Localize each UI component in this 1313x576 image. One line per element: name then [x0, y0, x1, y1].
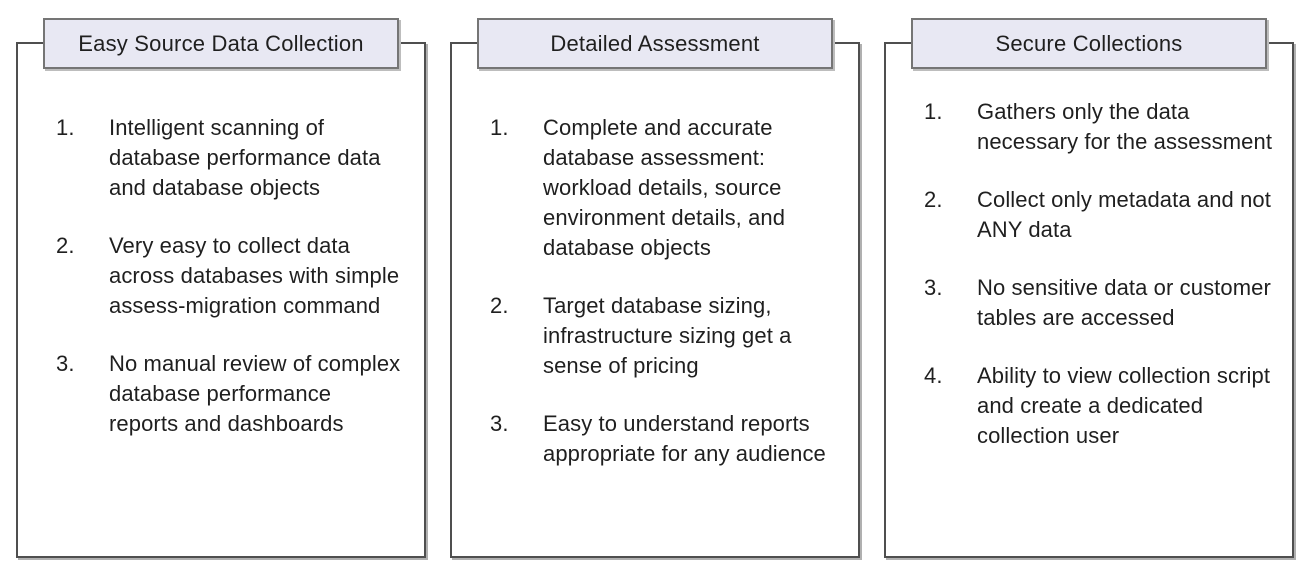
panel-header-box: Easy Source Data Collection — [43, 18, 399, 69]
list-item: 1. Complete and accurate database assess… — [490, 113, 840, 263]
list-item-text: No sensitive data or customer tables are… — [977, 275, 1271, 330]
panel-detailed-assessment: Detailed Assessment 1. Complete and accu… — [450, 0, 860, 576]
panel-secure-collections: Secure Collections 1. Gathers only the d… — [884, 0, 1294, 576]
list-item-text: Easy to understand reports appropriate f… — [543, 411, 826, 466]
panel-header-box: Secure Collections — [911, 18, 1267, 69]
list-item-number: 1. — [56, 115, 75, 140]
list-item-text: Gathers only the data necessary for the … — [977, 99, 1273, 154]
panel-title: Detailed Assessment — [550, 30, 760, 56]
list-item-number: 2. — [490, 293, 509, 318]
list-item-number: 3. — [56, 351, 75, 376]
list-item-number: 2. — [56, 233, 75, 258]
list-item-text: Intelligent scanning of database perform… — [109, 115, 381, 200]
panel-body-box — [884, 42, 1294, 558]
list-item: 1. Intelligent scanning of database perf… — [56, 113, 406, 203]
list-item: 3. Easy to understand reports appropriat… — [490, 409, 840, 469]
list-item-number: 4. — [924, 363, 943, 388]
panel-header-box: Detailed Assessment — [477, 18, 833, 69]
list-item: 2. Target database sizing, infrastructur… — [490, 291, 840, 381]
list-item: 3. No sensitive data or customer tables … — [924, 273, 1274, 333]
list-item: 3. No manual review of complex database … — [56, 349, 406, 439]
list-item-text: Ability to view collection script and cr… — [977, 363, 1271, 448]
list-item: 4. Ability to view collection script and… — [924, 361, 1274, 451]
panel-title: Easy Source Data Collection — [78, 30, 364, 56]
list-item-number: 1. — [490, 115, 509, 140]
list-item: 2. Collect only metadata and not ANY dat… — [924, 185, 1274, 245]
list-item-text: No manual review of complex database per… — [109, 351, 401, 436]
numbered-list: 1. Complete and accurate database assess… — [452, 43, 858, 497]
panel-title: Secure Collections — [995, 30, 1183, 56]
numbered-list: 1. Gathers only the data necessary for t… — [886, 43, 1292, 479]
panel-body-box — [16, 42, 426, 558]
list-item: 1. Gathers only the data necessary for t… — [924, 97, 1274, 157]
panel-easy-source-data-collection: Easy Source Data Collection 1. Intellige… — [16, 0, 426, 576]
list-item-number: 3. — [924, 275, 943, 300]
panel-body-box — [450, 42, 860, 558]
list-item-number: 3. — [490, 411, 509, 436]
list-item-text: Target database sizing, infrastructure s… — [543, 293, 792, 378]
list-item: 2. Very easy to collect data across data… — [56, 231, 406, 321]
list-item-text: Collect only metadata and not ANY data — [977, 187, 1271, 242]
numbered-list: 1. Intelligent scanning of database perf… — [18, 43, 424, 467]
list-item-text: Very easy to collect data across databas… — [109, 233, 400, 318]
list-item-text: Complete and accurate database assessmen… — [543, 115, 786, 260]
list-item-number: 2. — [924, 187, 943, 212]
list-item-number: 1. — [924, 99, 943, 124]
